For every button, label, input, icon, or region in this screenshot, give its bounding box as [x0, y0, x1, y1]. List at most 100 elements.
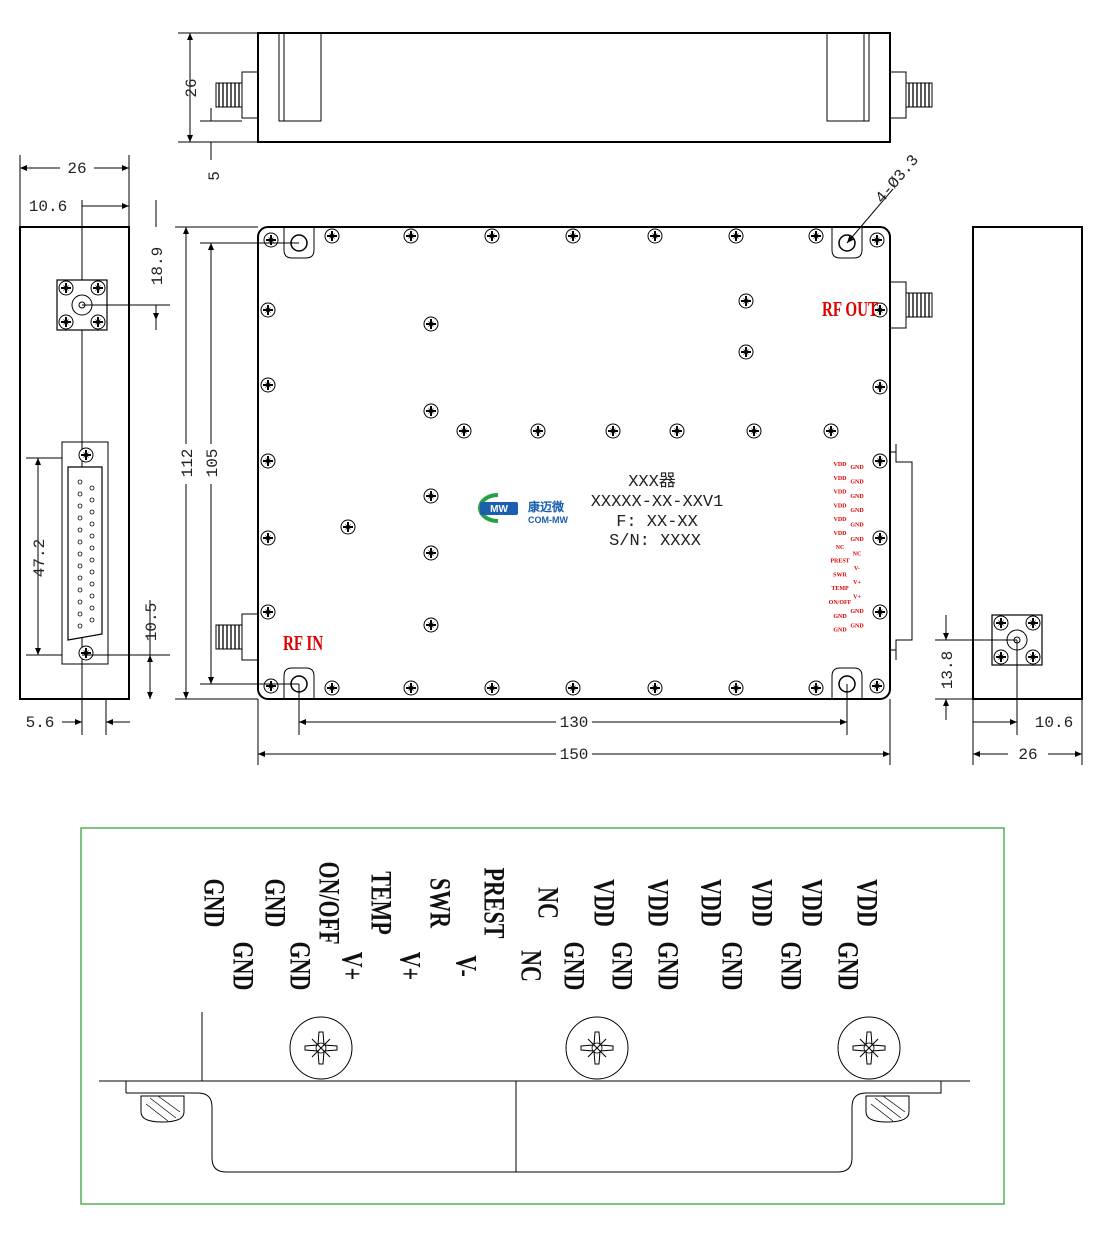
pin-label-small: GND [850, 494, 864, 500]
pin-label: V+ [394, 952, 427, 980]
dim-left-top-offset: 18.9 [149, 247, 167, 285]
pin-label: GND [652, 942, 685, 991]
pin-label: V+ [336, 952, 369, 980]
d-sub-pin [77, 515, 83, 521]
brand-name-en: COM-MW [528, 515, 568, 525]
pin-label-small: VDD [834, 531, 848, 537]
dim-connector-side: 5.6 [26, 714, 55, 732]
pin-label: VDD [796, 879, 829, 927]
d-sub-pin [89, 485, 95, 491]
pin-label-small: VDD [834, 476, 848, 482]
pin-label: ON/OFF [313, 861, 346, 944]
pin-label: PREST [478, 868, 511, 939]
dim-left-offset: 10.6 [29, 198, 67, 216]
front-view-body [257, 226, 891, 700]
pin-label: VDD [695, 879, 728, 927]
sma-connector-icon [889, 71, 933, 119]
d-sub-pin [89, 521, 95, 527]
dim-overall-height: 112 [179, 449, 197, 478]
screw-icon [260, 228, 888, 696]
pin-label: GND [227, 942, 260, 991]
dim-mount-span: 130 [560, 714, 589, 732]
right-view-body [972, 226, 1083, 700]
d-sub-pin [89, 593, 95, 599]
pin-label: GND [284, 942, 317, 991]
d-sub-pin [89, 533, 95, 539]
pin-label-small: NC [853, 551, 862, 557]
top-view-body [257, 32, 891, 143]
detail-frame [80, 827, 1005, 1205]
pin-label-small: GND [850, 537, 864, 543]
pin-label-small: V+ [853, 595, 861, 601]
d-sub-pin [77, 611, 83, 617]
d-sub-pin [89, 557, 95, 563]
brand-name-cn: 康迈微 [528, 499, 565, 514]
product-name: XXX器 [628, 472, 676, 492]
pin-label: SWR [424, 878, 457, 929]
pin-label-small: TEMP [831, 586, 849, 592]
pin-label: GND [606, 942, 639, 991]
sma-connector-icon [215, 613, 259, 661]
d-sub-pin [77, 599, 83, 605]
pin-label: GND [832, 942, 865, 991]
d-sub-pin [89, 581, 95, 587]
top-view-bracket-left [278, 32, 322, 122]
pin-label-small: VDD [834, 462, 848, 468]
pin-label: NC [532, 887, 565, 919]
pin-label-small: GND [850, 523, 864, 529]
d-sub-pin [89, 605, 95, 611]
dim-right-width: 26 [1018, 746, 1037, 764]
dim-overall-length: 150 [560, 746, 589, 764]
pin-label-small: GND [850, 623, 864, 629]
pin-label: VDD [588, 879, 621, 927]
pin-label: V- [450, 955, 483, 977]
d-sub-pin [77, 479, 83, 485]
screw-icon [289, 1016, 901, 1080]
brand-logo: MW 康迈微 COM-MW [478, 493, 568, 525]
jack-screw-icon [140, 1095, 910, 1123]
d-sub-pin [77, 623, 83, 629]
pin-label-small: VDD [834, 490, 848, 496]
pin-label-small: V+ [853, 580, 861, 586]
d-sub-pin [77, 587, 83, 593]
top-view-bracket-right [826, 32, 870, 122]
pin-label: VDD [746, 879, 779, 927]
brand-mark: MW [490, 504, 508, 515]
pin-labels-small-right: GND GND GND GND GND GND NC V- V+ V+ GND GND [850, 465, 864, 629]
pin-label-small: GND [850, 508, 864, 514]
d-sub-pin [89, 617, 95, 623]
d-sub-connector-icon [61, 441, 109, 665]
pin-labels-small-left: VDDVDDVDDVDDVDDVDDNCPRESTSWRTEMPON/OFFGN… [829, 462, 852, 634]
pin-label-small: VDD [834, 517, 848, 523]
d-sub-pin [77, 551, 83, 557]
pin-label-small: V- [854, 566, 860, 572]
d-sub-pin [77, 539, 83, 545]
dim-top-height: 26 [183, 78, 201, 97]
pin-label-small: GND [833, 628, 847, 634]
pin-label: GND [775, 942, 808, 991]
right-view: 13.8 10.6 26 [935, 226, 1083, 765]
rf-out-label: RF OUT [822, 298, 878, 321]
pin-label: GND [716, 942, 749, 991]
pin-label-small: GND [850, 609, 864, 615]
pin-label: VDD [642, 879, 675, 927]
pin-label-small: SWR [833, 572, 847, 578]
dim-right-offset: 10.6 [1035, 714, 1073, 732]
top-view: 26 5 [178, 32, 933, 181]
d-sub-pin [89, 569, 95, 575]
sma-connector-icon [215, 71, 259, 119]
pin-label: GND [259, 879, 292, 928]
serial-number: S/N: XXXX [609, 532, 701, 551]
pin-label-small: VDD [834, 503, 848, 509]
pin-label: GND [558, 942, 591, 991]
pin-label: GND [198, 879, 231, 928]
rf-in-label: RF IN [283, 632, 323, 655]
pin-label-small: GND [850, 479, 864, 485]
frequency: F: XX-XX [616, 513, 698, 532]
pin-label-small: GND [850, 465, 864, 471]
dim-hole-callout: 4-Ø3.3 [872, 152, 923, 208]
